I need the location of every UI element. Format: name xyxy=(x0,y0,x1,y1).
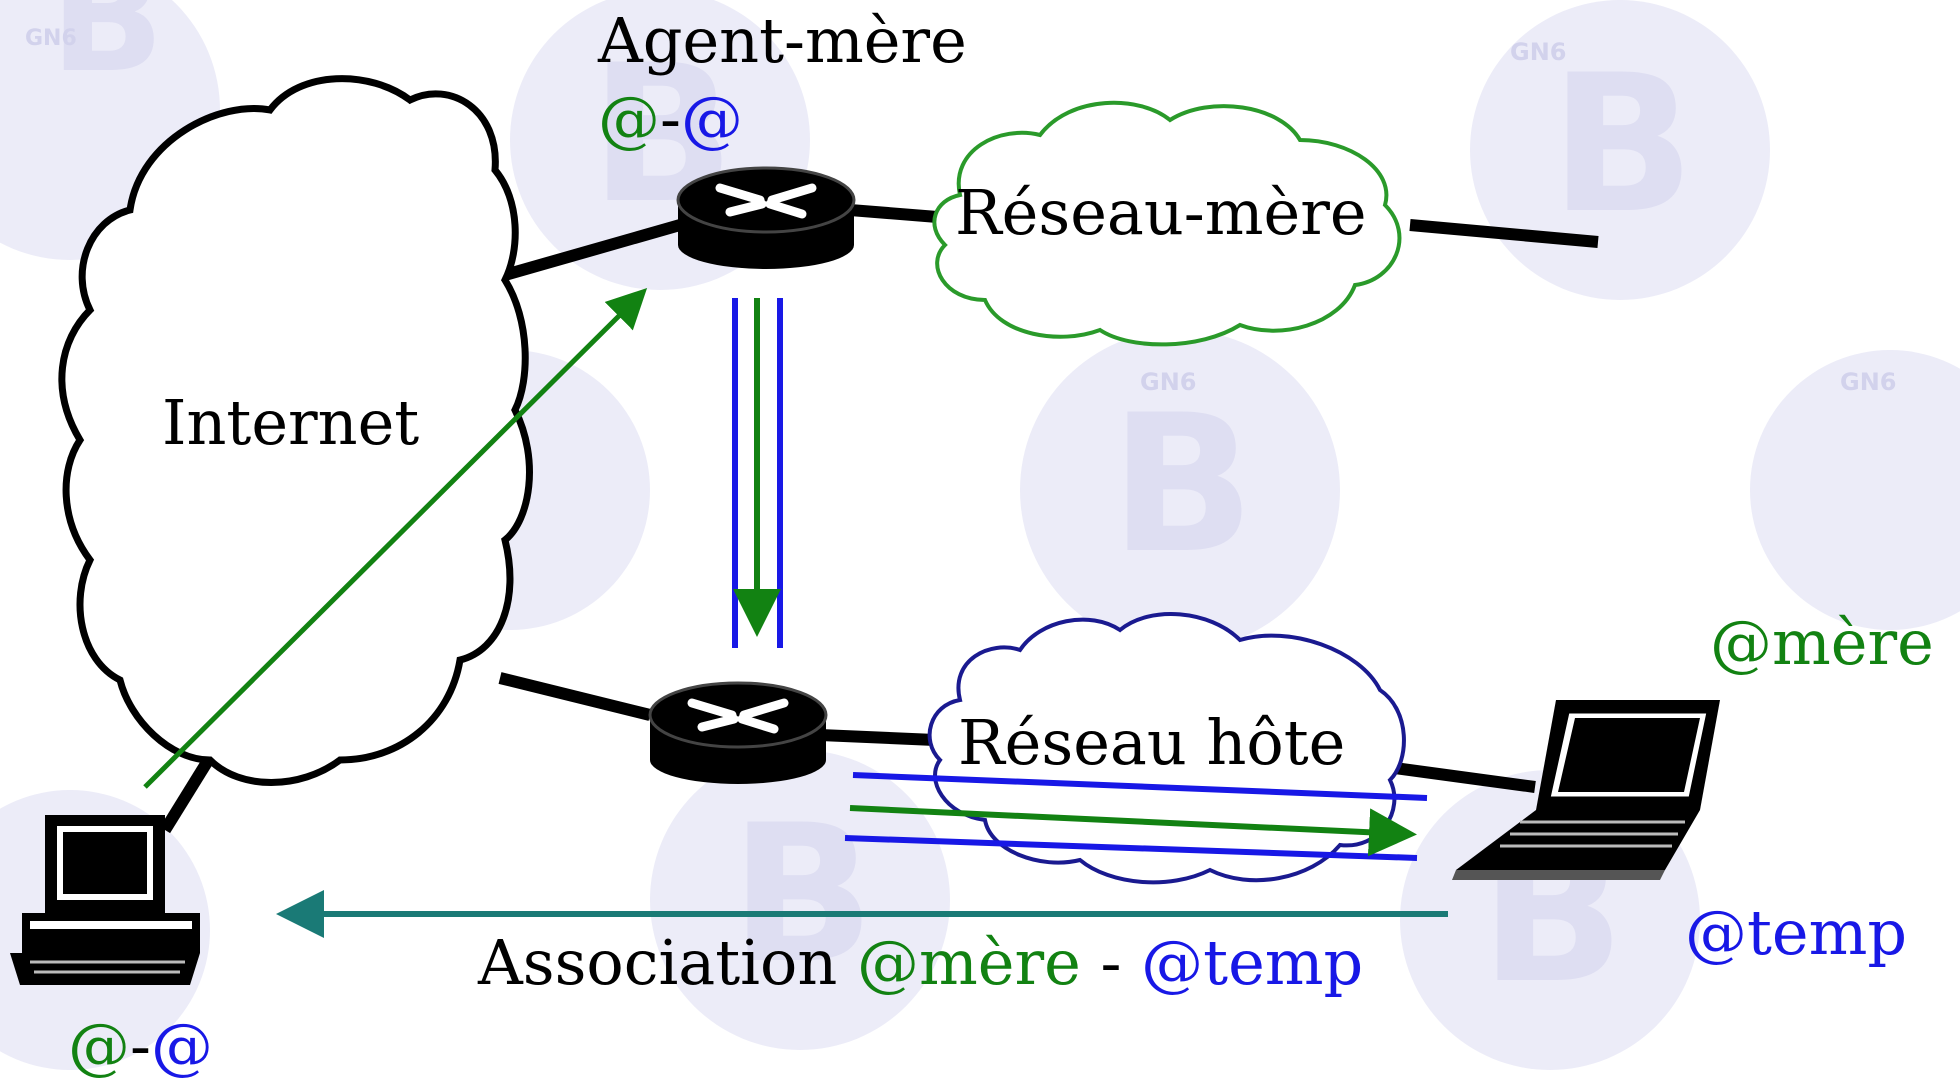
binding-arrow xyxy=(143,287,648,789)
svg-text:GN6: GN6 xyxy=(25,26,77,51)
host-tunnel xyxy=(844,772,1428,861)
laptop-icon xyxy=(1452,700,1720,880)
svg-text:B: B xyxy=(1550,34,1695,255)
mobile-home-address: @mère xyxy=(1710,606,1934,679)
host-tunnel-blue-bottom xyxy=(844,835,1418,861)
access-router-icon xyxy=(648,681,828,784)
address-part-left: @ xyxy=(68,1009,130,1082)
tunnel xyxy=(732,298,783,648)
address-part-right: @ xyxy=(680,82,743,155)
svg-text:GN6: GN6 xyxy=(1140,368,1196,396)
watermark-logo: B GN6 xyxy=(1020,330,1340,650)
association-temp-address: @temp xyxy=(1141,926,1364,999)
link-home-network-out xyxy=(1409,219,1599,248)
address-separator: - xyxy=(660,82,681,155)
desktop-computer-icon xyxy=(10,815,200,985)
link-internet-home-agent xyxy=(503,219,682,281)
host-tunnel-blue-top xyxy=(852,772,1428,801)
host-tunnel-green-arrow xyxy=(849,805,1417,857)
link-host-network-laptop xyxy=(1394,762,1536,793)
svg-text:GN6: GN6 xyxy=(1840,368,1896,396)
watermark-logo: B xyxy=(650,750,950,1050)
home-network-cloud xyxy=(932,100,1402,347)
address-part-right: @ xyxy=(150,1009,213,1082)
address-part-left: @ xyxy=(598,82,660,155)
link-access-router-host-network xyxy=(819,729,936,746)
address-separator: - xyxy=(130,1009,151,1082)
internet-label: Internet xyxy=(162,386,420,459)
watermark-logo: GN6 xyxy=(1750,350,1960,630)
home-agent-title: Agent-mère xyxy=(598,4,967,77)
svg-text:GN6: GN6 xyxy=(1510,38,1566,66)
internet-cloud xyxy=(58,75,533,786)
svg-text:B: B xyxy=(1110,374,1255,595)
host-network-label: Réseau hôte xyxy=(958,706,1346,779)
association-prefix: Association xyxy=(478,926,857,999)
link-internet-access-router xyxy=(498,672,652,721)
watermark-logo: B GN6 xyxy=(1470,0,1770,300)
association-label: Association @mère - @temp xyxy=(478,932,1363,994)
home-agent-address: @-@ xyxy=(598,88,743,150)
association-separator: - xyxy=(1080,926,1142,999)
home-agent-router-icon xyxy=(676,166,856,269)
association-home-address: @mère xyxy=(856,926,1081,999)
svg-text:B: B xyxy=(50,0,164,106)
home-network-label: Réseau-mère xyxy=(955,176,1367,249)
mobile-temp-address: @temp xyxy=(1685,896,1908,969)
correspondent-address: @-@ xyxy=(68,1015,213,1077)
svg-text:B: B xyxy=(730,784,875,1005)
